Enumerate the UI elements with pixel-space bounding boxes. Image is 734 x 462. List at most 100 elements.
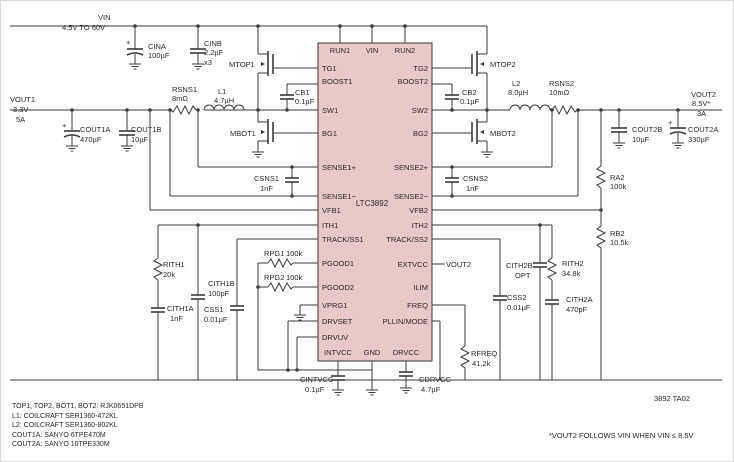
pin-top-1: VIN <box>366 46 379 55</box>
cith2b-label: CITH2B <box>506 261 533 270</box>
rsns2-resistor <box>550 104 722 196</box>
pin-top-2: RUN2 <box>395 46 415 55</box>
cout1a-value: 470µF <box>80 135 102 144</box>
cith2a-value: 470pF <box>566 305 588 314</box>
cintvcc-capacitor <box>331 361 378 396</box>
cout2b-value: 10µF <box>632 135 650 144</box>
rsns1-value: 8mΩ <box>172 94 188 103</box>
pin-left-8: TRACK/SS1 <box>322 235 364 244</box>
cb2-label: CB2 <box>462 88 477 97</box>
note-l1: L1: COILCRAFT SER1360-472KL <box>12 412 118 420</box>
l1-value: 4.7µH <box>214 96 234 105</box>
cith1b-value: 100pF <box>208 289 230 298</box>
mtop1-mosfet <box>257 26 318 110</box>
config-pins-wiring <box>286 304 318 372</box>
drawing-tag: 3892 TA02 <box>654 394 690 403</box>
mtop2-label: MTOP2 <box>490 60 516 69</box>
vout1-label: VOUT1 <box>10 95 35 104</box>
pin-bottom-0: INTVCC <box>324 348 353 357</box>
css2-label: CSS2 <box>507 293 527 302</box>
cith1a-label: CITH1A <box>167 304 194 313</box>
ra2-label: RA2 <box>610 173 625 182</box>
mtop1-label: MTOP1 <box>229 60 255 69</box>
ra2-value: 100k <box>610 182 627 191</box>
pin-right-6: VFB2 <box>409 206 428 215</box>
pin-left-6: VFB1 <box>322 206 341 215</box>
cith1a-value: 1nF <box>170 314 183 323</box>
pin-left-2: SW1 <box>322 106 338 115</box>
cout1b-label: COUT1B <box>131 125 161 134</box>
cb1-capacitor <box>280 83 318 110</box>
sense2-wiring <box>432 165 578 198</box>
rpg1-value: 100k <box>286 249 303 258</box>
cout1a-label: COUT1A <box>80 125 110 134</box>
svg-text:+: + <box>62 121 67 130</box>
cb2-capacitor <box>432 83 459 110</box>
cout2b-capacitor <box>611 108 627 149</box>
pin-left-0: TG1 <box>322 64 337 73</box>
note-cout2a: COUT2A: SANYO 10TPE330M <box>12 441 110 448</box>
rb2-value: 10.5k <box>610 238 629 247</box>
chip-name: LTC3892 <box>356 199 389 208</box>
cinb-capacitor <box>190 26 206 70</box>
rith2-value: 34.8k <box>562 269 581 278</box>
cdrvcc-capacitor <box>399 361 413 394</box>
ltc3892-chip <box>317 42 433 362</box>
vout2-footnote: *VOUT2 FOLLOWS VIN WHEN VIN ≤ 8.5V <box>549 431 694 440</box>
cinb-count: x3 <box>204 58 212 67</box>
cout2a-capacitor: + <box>668 108 687 149</box>
cout1b-value: 10µF <box>131 135 149 144</box>
vfb1-wiring <box>148 108 318 211</box>
pin-right-1: BOOST2 <box>398 77 428 86</box>
pin-right-11: FREQ <box>407 301 428 310</box>
bill-of-materials-notes: TOP1, TOP2, BOT1, BOT2: RJK0651DPB L1: C… <box>12 402 144 450</box>
left-pins: TG1BOOST1SW1BG1SENSE1+SENSE1−VFB1ITH1TRA… <box>322 64 364 342</box>
csns1-value: 1nF <box>260 184 273 193</box>
vin-range: 4.5V TO 60V <box>62 23 105 32</box>
vout2-current: 3A <box>697 109 706 118</box>
rith1-value: 20k <box>163 270 175 279</box>
note-mosfets: TOP1, TOP2, BOT1, BOT2: RJK0651DPB <box>12 403 144 410</box>
rfreq-value: 41.2k <box>472 359 491 368</box>
cb2-value: 0.1µF <box>460 97 480 106</box>
cinb-label: CINB <box>204 39 222 48</box>
csns2-label: CSNS2 <box>463 174 488 183</box>
l2-value: 8.0µH <box>508 88 528 97</box>
mbot2-label: MBOT2 <box>490 129 516 138</box>
pin-right-8: TRACK/SS2 <box>386 235 428 244</box>
cout2a-label: COUT2A <box>688 125 718 134</box>
vout2-label: VOUT2 <box>691 90 716 99</box>
sense1-wiring <box>170 165 318 198</box>
vout2-voltage: 8.5V* <box>692 99 710 108</box>
cith1b-label: CITH1B <box>208 279 235 288</box>
pin-right-7: ITH2 <box>412 221 428 230</box>
mtop2-mosfet <box>432 26 488 110</box>
pin-left-11: VPRG1 <box>322 301 347 310</box>
rpg2-label: RPG2 <box>264 273 284 282</box>
l2-label: L2 <box>512 79 520 88</box>
rpg1-label: RPG1 <box>264 249 284 258</box>
css1-label: CSS1 <box>204 305 224 314</box>
vout1-voltage: 3.3V <box>13 105 28 114</box>
css2-capacitor <box>432 238 507 380</box>
cout1a-capacitor: + <box>62 108 81 152</box>
pin-right-2: SW2 <box>412 106 428 115</box>
vin-rail <box>10 24 487 43</box>
extvcc-vout2-label: VOUT2 <box>446 260 471 269</box>
rfreq-label: RFREQ <box>471 349 497 358</box>
mbot1-label: MBOT1 <box>230 129 256 138</box>
cith2a-label: CITH2A <box>566 295 593 304</box>
vout1-current: 5A <box>16 115 25 124</box>
cb1-label: CB1 <box>295 88 310 97</box>
pin-left-13: DRVUV <box>322 333 348 342</box>
cith2b-value: OPT <box>515 271 531 280</box>
pin-right-10: ILIM <box>413 283 428 292</box>
rith1-label: RITH1 <box>163 260 185 269</box>
pin-right-5: SENSE2− <box>394 192 429 201</box>
l2-inductor <box>509 104 552 111</box>
cina-label: CINA <box>148 42 166 51</box>
cout2b-label: COUT2B <box>632 125 662 134</box>
cina-capacitor: + <box>126 26 144 70</box>
